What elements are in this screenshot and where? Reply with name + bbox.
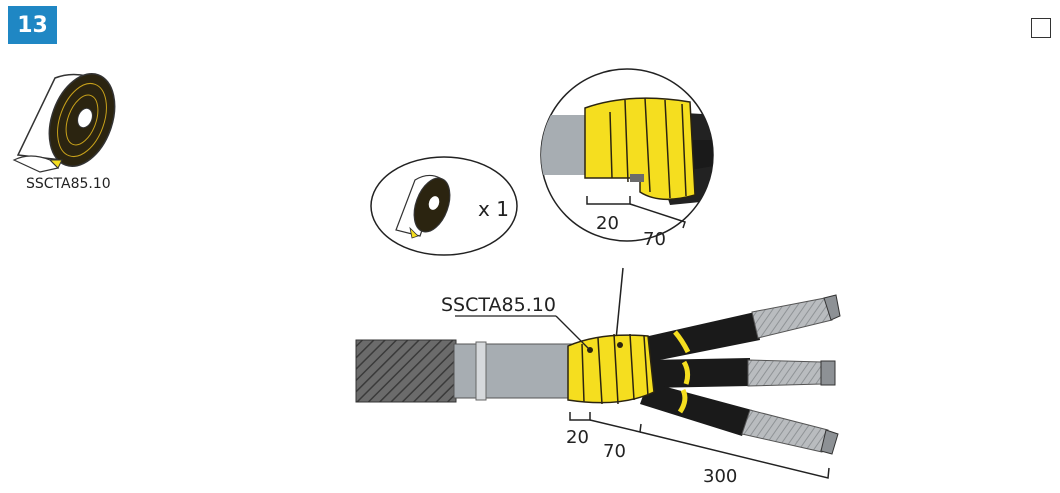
quantity-label: x 1 xyxy=(478,197,509,221)
main-dimension-20: 20 xyxy=(566,427,589,448)
cable-armor xyxy=(355,339,457,403)
part-callout: SSCTA85.10 xyxy=(441,294,591,351)
part-code-label: SSCTA85.10 xyxy=(26,176,111,192)
mastic-tape-wrap xyxy=(567,333,655,405)
cable-core-top xyxy=(640,294,841,362)
detail-dimension-20: 20 xyxy=(596,213,619,234)
step-done-checkbox[interactable] xyxy=(1031,18,1051,38)
tape-roll-icon xyxy=(12,72,116,173)
detail-dimension-70: 70 xyxy=(643,229,666,250)
cable-assembly xyxy=(355,294,841,455)
cable-core-middle xyxy=(648,358,836,388)
cable-core-bottom xyxy=(640,382,839,455)
main-dimension-300: 300 xyxy=(703,466,737,487)
callout-label: SSCTA85.10 xyxy=(441,294,556,316)
quantity-bubble: x 1 xyxy=(370,156,518,256)
cable-sheath xyxy=(453,343,585,399)
main-dimension-70: 70 xyxy=(603,441,626,462)
detail-magnifier: 20 70 xyxy=(540,68,714,250)
main-dimensions: 20 70 300 xyxy=(566,412,830,487)
step-number-badge: 13 xyxy=(8,6,57,44)
